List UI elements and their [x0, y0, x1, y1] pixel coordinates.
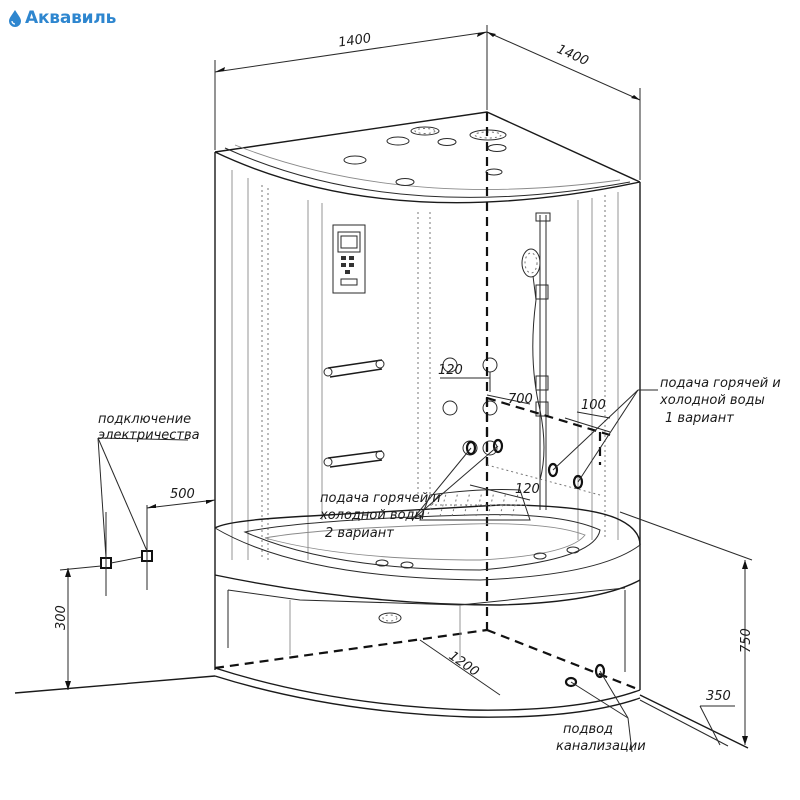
water-drop-icon	[9, 10, 21, 27]
dim-drain-offset: 350	[706, 689, 731, 704]
dim-panel-offset: 100	[581, 398, 606, 413]
label-drain-2: канализации	[556, 739, 646, 754]
label-water-v2-2: холодной воды	[319, 508, 425, 523]
dim-jets-b: 120	[515, 482, 540, 497]
dim-base-diagonal: 1200	[446, 649, 482, 680]
label-drain-1: подвод	[563, 722, 613, 737]
annotations: подключение электричества подача горячей…	[98, 376, 781, 754]
dim-side-depth: 1400	[554, 42, 590, 69]
brand-name: Аквавиль	[25, 8, 117, 28]
label-water-v1-2: холодной воды	[659, 393, 765, 408]
dim-jets-a: 120	[438, 363, 463, 378]
control-panel	[332, 224, 366, 294]
dim-tray-height: 750	[739, 628, 754, 653]
label-water-v1-1: подача горячей и	[660, 376, 781, 391]
wall-jets	[442, 357, 498, 456]
water-connections	[465, 438, 584, 490]
drain-connections	[564, 663, 606, 688]
floor-lines	[14, 675, 749, 749]
cabin-shell	[214, 111, 641, 690]
dim-elec-offset: 500	[170, 487, 195, 502]
label-water-v2-1: подача горячей и	[320, 491, 441, 506]
dim-top-width: 1400	[337, 31, 372, 50]
label-electricity-1: подключение	[98, 412, 191, 427]
roof-fixtures	[343, 126, 507, 186]
label-electricity-2: электричества	[98, 428, 200, 443]
dim-elec-height: 300	[54, 605, 69, 630]
handrails	[323, 359, 385, 468]
label-water-v1-3: 1 вариант	[665, 411, 734, 426]
dimension-lines	[65, 25, 753, 746]
hand-shower	[521, 212, 551, 510]
bath-tray	[214, 489, 641, 718]
dim-panel-width: 700	[508, 392, 533, 407]
label-water-v2-3: 2 вариант	[325, 526, 394, 541]
brand-logo: Аквавиль	[8, 8, 116, 28]
leader-lines	[97, 389, 658, 753]
